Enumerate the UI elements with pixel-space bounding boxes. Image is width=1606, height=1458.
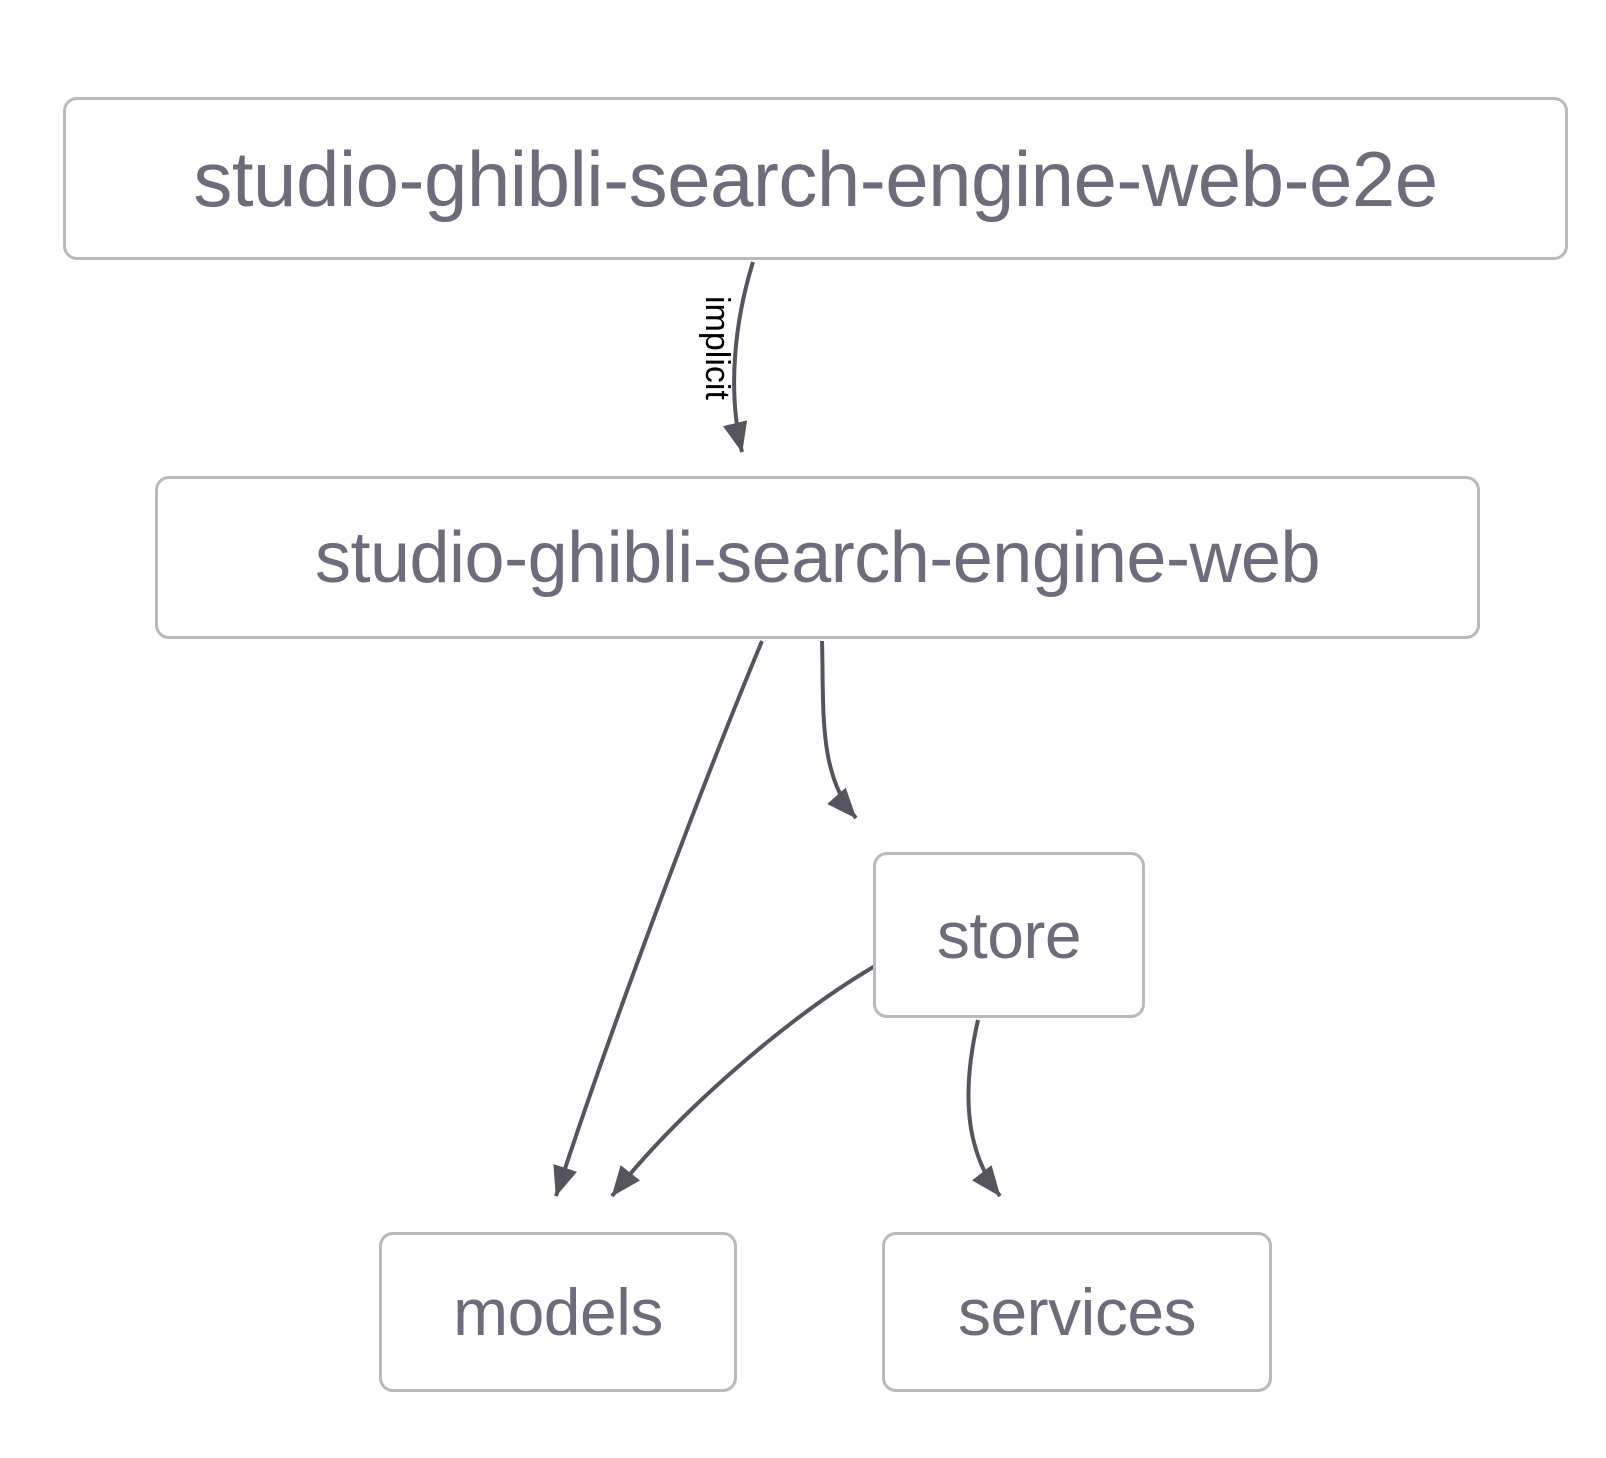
edge-store-to-models bbox=[610, 964, 877, 1198]
edge-web-to-models bbox=[553, 640, 764, 1197]
node-services[interactable]: services bbox=[882, 1232, 1272, 1392]
node-studio-ghibli-search-engine-web[interactable]: studio-ghibli-search-engine-web bbox=[155, 476, 1480, 639]
node-models[interactable]: models bbox=[379, 1232, 737, 1392]
node-label: store bbox=[936, 898, 1082, 972]
node-label: studio-ghibli-search-engine-web bbox=[314, 517, 1321, 598]
node-label: services bbox=[957, 1275, 1197, 1349]
node-store[interactable]: store bbox=[873, 852, 1145, 1018]
edge-store-to-services bbox=[966, 1019, 1002, 1198]
node-studio-ghibli-search-engine-web-e2e[interactable]: studio-ghibli-search-engine-web-e2e bbox=[63, 97, 1568, 260]
node-label: models bbox=[453, 1275, 663, 1349]
edge-web-to-store bbox=[820, 640, 858, 820]
edge-e2e-to-web bbox=[722, 261, 755, 453]
node-label: studio-ghibli-search-engine-web-e2e bbox=[193, 134, 1438, 223]
edge-label-implicit: implicit bbox=[698, 296, 736, 400]
